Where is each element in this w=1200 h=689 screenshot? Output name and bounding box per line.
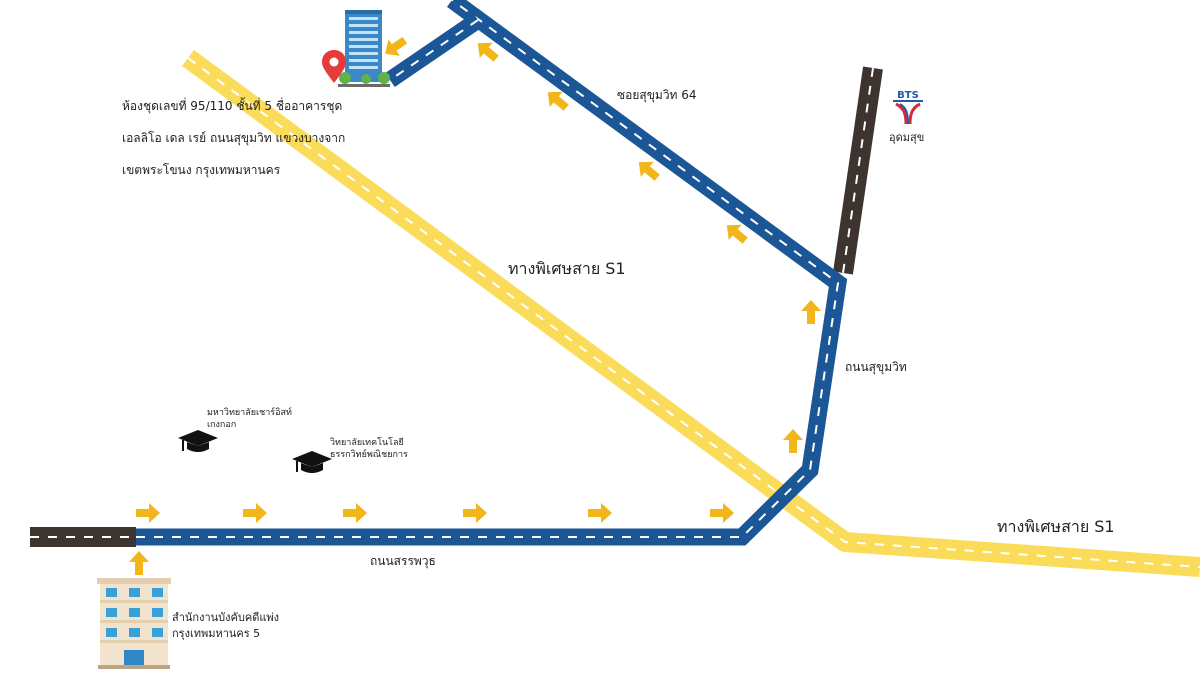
university-name-line-1: มหาวิทยาลัยเชาร์อิสท์ [207,408,292,418]
direction-arrow-icon [243,503,267,523]
graduation-cap-icon [178,430,218,452]
route-road [136,0,848,546]
direction-arrow-icon [463,503,487,523]
sanphawut-road-label: ถนนสรรพวุธ [370,554,436,568]
university-label: มหาวิทยาลัยเชาร์อิสท์ เกงกอก [207,407,292,431]
expressway-s1 [182,49,1200,577]
direction-arrow-icon [801,300,821,324]
expressway-s1-label: ทางพิเศษสาย S1 [508,259,626,278]
soi-sukhumvit-64-label: ซอยสุขุมวิท 64 [617,88,697,102]
direction-arrow-icon [343,503,367,523]
map-pin-icon [322,50,346,83]
tech-college-name-line-1: วิทยาลัยเทคโนโลยี [330,438,404,448]
enforcement-office-label: สำนักงานบังคับคดีแพ่ง กรุงเทพมหานคร 5 [172,610,279,642]
address-line-1: ห้องชุดเลขที่ 95/110 ชั้นที่ 5 ชื่ออาคาร… [122,99,343,113]
graduation-cap-icon [292,451,332,473]
tech-college-label: วิทยาลัยเทคโนโลยี ธรรกวิทย์พณิชยการ [330,437,408,461]
tech-college-name-line-2: ธรรกวิทย์พณิชยการ [330,450,408,460]
address-line-3: เขตพระโขนง กรุงเทพมหานคร [122,163,281,177]
enforcement-office-line-1: สำนักงานบังคับคดีแพ่ง [172,611,280,624]
university-name-line-2: เกงกอก [207,420,237,430]
bts-logo-icon: BTS [893,90,923,125]
direction-arrow-icon [588,503,612,523]
enforcement-office-line-2: กรุงเทพมหานคร 5 [172,627,261,640]
direction-arrow-icon [129,551,149,575]
government-building-icon [97,578,171,669]
sukhumvit-road-label: ถนนสุขุมวิท [845,360,907,374]
office-building-icon [338,10,390,87]
expressway-s1-label-right: ทางพิเศษสาย S1 [997,517,1115,536]
address-line-2: เอลลิโอ เดล เรย์ ถนนสุขุมวิท แขวงบางจาก [122,131,346,145]
direction-arrow-icon [136,503,160,523]
bts-udom-suk-label: อุดมสุข [889,131,925,144]
direction-arrow-icon [783,429,803,453]
svg-text:BTS: BTS [897,90,919,101]
direction-arrow-icon [710,503,734,523]
road-north-to-bts [833,66,883,275]
direction-arrow-icon [379,31,411,63]
